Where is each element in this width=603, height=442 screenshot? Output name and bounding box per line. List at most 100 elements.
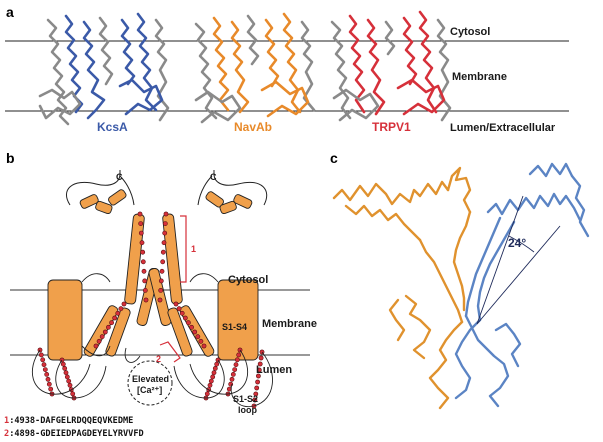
residue-bead: [162, 230, 168, 236]
segment-1-label: 1: [191, 244, 196, 254]
membrane-loops: [81, 273, 219, 357]
navab-label: NavAb: [234, 120, 272, 134]
residue-bead: [253, 391, 259, 397]
sequence-2-text: :4898-GDEIEDPAGDEYELYRVVFD: [9, 429, 144, 439]
residue-bead: [161, 240, 167, 246]
residue-bead: [208, 378, 214, 384]
residue-bead: [189, 324, 194, 330]
sequence-lines: 1:4938-DAFGELRDQQEQVKEDME 2:4898-GDEIEDP…: [4, 416, 144, 439]
s1-s4-label: S1-S4: [222, 322, 247, 332]
residue-bead: [214, 361, 220, 367]
residue-bead: [48, 386, 54, 392]
s1-s4-blocks: [47, 279, 259, 361]
residue-bead: [255, 379, 260, 385]
residue-bead: [232, 367, 238, 372]
residue-bead: [140, 249, 146, 255]
sequence-1-text: :4938-DAFGELRDQQEQVKEDME: [9, 416, 133, 426]
residue-bead: [160, 249, 166, 255]
residue-bead: [115, 310, 121, 316]
panel-c-letter: c: [330, 150, 338, 166]
residue-bead: [185, 320, 191, 326]
residue-bead: [162, 221, 168, 226]
calcium-circle: [127, 360, 173, 406]
residue-bead: [234, 357, 240, 363]
navab-structure: [194, 12, 316, 124]
residue-bead: [121, 301, 127, 307]
residue-bead: [157, 297, 163, 303]
residue-bead: [179, 310, 185, 316]
sequence-2-index: 2: [4, 429, 9, 439]
panel-a-cytosol-label: Cytosol: [450, 26, 490, 38]
residue-bead: [159, 268, 165, 274]
residue-bead: [255, 373, 261, 379]
panel-c: c 24°: [330, 150, 590, 410]
residue-bead: [212, 365, 218, 371]
loop-label-line2: loop: [238, 405, 257, 415]
residue-bead: [256, 367, 262, 373]
residue-bead: [138, 230, 144, 236]
blue-backbone: [454, 162, 590, 408]
residue-bead: [63, 370, 69, 376]
residue-bead: [173, 301, 179, 307]
trpv1-structure: [330, 10, 452, 122]
residue-bead: [44, 371, 50, 377]
residue-bead: [211, 370, 217, 376]
residue-bead: [207, 382, 213, 388]
calcium-label-line1: Elevated: [132, 374, 169, 384]
orange-backbone: [332, 166, 472, 410]
residue-bead: [204, 391, 210, 397]
residue-bead: [45, 376, 51, 382]
calcium-label-line2: [Ca²⁺]: [137, 385, 162, 395]
residue-bead: [195, 334, 201, 340]
residue-bead: [192, 329, 198, 335]
residue-bead: [93, 343, 99, 349]
residue-bead: [40, 357, 46, 363]
residue-bead: [62, 365, 68, 371]
pore-helices: [124, 213, 183, 326]
residue-bead: [118, 306, 124, 312]
residue-bead: [139, 240, 145, 246]
loop-label-line1: S1-S2: [233, 394, 258, 404]
residue-bead: [138, 221, 144, 226]
residue-bead: [201, 343, 207, 349]
residue-bead: [67, 382, 73, 388]
residue-bead: [38, 352, 44, 358]
angle-annotation: [476, 195, 561, 325]
trpv1-label: TRPV1: [372, 120, 411, 134]
residue-bead: [41, 362, 47, 368]
panel-b-membrane-label: Membrane: [262, 318, 317, 330]
residue-bead: [176, 306, 182, 312]
c-terminus-right: C: [210, 172, 217, 182]
residue-bead: [64, 374, 70, 380]
residue-bead: [210, 374, 216, 380]
sequence-2: 2:4898-GDEIEDPAGDEYELYRVVFD: [4, 429, 144, 439]
residue-bead: [70, 391, 76, 397]
residue-bead: [112, 315, 118, 321]
residue-bead: [140, 259, 146, 265]
cytosolic-helices-left: [79, 189, 127, 215]
residue-bead: [163, 211, 169, 217]
residue-bead: [236, 352, 242, 358]
residue-bead: [254, 385, 260, 391]
residue-bead: [66, 378, 72, 384]
residue-bead: [46, 381, 52, 387]
sequence-1-index: 1: [4, 416, 9, 426]
residue-bead: [142, 287, 148, 293]
kcsa-label: KcsA: [97, 120, 128, 134]
kcsa-structure: [38, 12, 170, 126]
segment-markers: [159, 215, 187, 363]
residue-bead: [158, 278, 164, 284]
residue-bead: [182, 315, 188, 321]
residue-bead: [142, 278, 148, 284]
residue-bead: [230, 371, 236, 377]
residue-bead: [137, 211, 143, 217]
residue-bead: [141, 268, 147, 274]
residue-bead: [198, 338, 204, 344]
segment-2-label: 2: [156, 354, 161, 364]
luminal-loops: [31, 347, 273, 408]
residue-bead: [158, 287, 164, 293]
c-terminus-loops: [65, 170, 268, 206]
residue-bead: [258, 355, 264, 361]
panel-a: a KcsA NavAb: [5, 4, 569, 134]
